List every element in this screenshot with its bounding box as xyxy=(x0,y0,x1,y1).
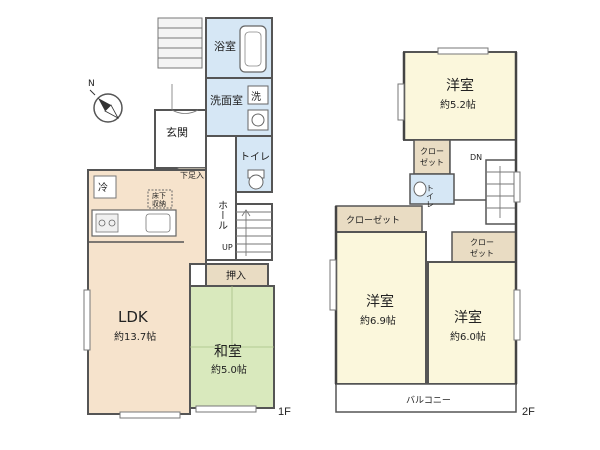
label-hall: ホール xyxy=(216,200,228,230)
label-shoebox: 下足入 xyxy=(180,171,204,180)
label-closet-right-2: ゼット xyxy=(470,248,494,258)
label-fridge: 冷 xyxy=(98,181,108,194)
closet-small xyxy=(413,139,451,175)
floor-2f: 洋室 約5.2帖 クロー ゼット DN トイレ クローゼット クロー ゼット 洋… xyxy=(329,47,535,418)
bathtub-icon xyxy=(239,25,267,73)
label-washitsu-area: 約5.0帖 xyxy=(211,363,247,376)
floor-tag-1f: 1F xyxy=(278,406,291,418)
label-underfloor-2: 収納 xyxy=(152,199,166,208)
label-washitsu: 和室 xyxy=(214,343,242,360)
label-closet-wide: クローゼット xyxy=(346,214,400,226)
room-3-2f xyxy=(427,261,517,385)
underfloor-storage xyxy=(147,189,173,209)
label-toilet-1f: トイレ xyxy=(240,152,270,163)
ldk-room xyxy=(87,169,207,415)
label-dn: DN xyxy=(470,153,482,162)
toilet-icon xyxy=(247,169,265,190)
label-washroom: 洗面室 xyxy=(210,93,243,107)
label-room2: 洋室 xyxy=(366,293,394,310)
label-closet-right-1: クロー xyxy=(470,238,494,247)
label-up: UP xyxy=(222,243,233,252)
label-oshiire: 押入 xyxy=(226,269,246,282)
washer-box xyxy=(247,85,269,105)
toilet-bowl-2f xyxy=(413,181,427,197)
label-closet-small-1: クロー xyxy=(420,147,444,156)
window-marks xyxy=(83,289,257,419)
label-washer: 洗 xyxy=(251,91,261,103)
compass-north-label: N xyxy=(88,79,95,89)
floor-1f: 浴室 洗面室 洗 玄関 トイレ 下足入 ホール UP 冷 床下 収納 押入 LD… xyxy=(83,17,291,419)
label-room1-area: 約5.2帖 xyxy=(440,98,476,111)
label-ldk: LDK xyxy=(118,308,149,326)
label-room2-area: 約6.9帖 xyxy=(360,314,396,327)
window-marks-2f xyxy=(329,47,521,341)
entrance-door-swing xyxy=(171,84,199,114)
compass-icon xyxy=(89,89,123,123)
toilet-room-2f xyxy=(409,173,455,205)
label-room1: 洋室 xyxy=(446,77,474,94)
room-1-2f xyxy=(403,51,517,141)
label-room3: 洋室 xyxy=(454,309,482,326)
floor-tag-2f: 2F xyxy=(522,406,535,418)
closet-right xyxy=(451,231,517,263)
room-2-2f xyxy=(335,231,427,385)
label-underfloor-1: 床下 xyxy=(152,191,166,200)
stove-icon xyxy=(95,213,119,233)
stairs-icon xyxy=(235,203,273,261)
label-entrance: 玄関 xyxy=(166,125,188,139)
fridge-box xyxy=(93,175,117,199)
label-toilet-2f: トイレ xyxy=(426,184,435,208)
porch-steps xyxy=(157,17,203,69)
hall xyxy=(205,135,237,261)
entrance xyxy=(154,109,207,169)
washbasin-icon xyxy=(247,109,269,131)
stairs-2f xyxy=(485,159,517,225)
label-ldk-area: 約13.7帖 xyxy=(114,330,156,343)
label-bath: 浴室 xyxy=(214,39,236,53)
label-closet-small-2: ゼット xyxy=(420,157,444,167)
label-balcony: バルコニー xyxy=(406,395,451,406)
label-room3-area: 約6.0帖 xyxy=(450,330,486,343)
sink-icon xyxy=(145,213,171,233)
balcony xyxy=(335,383,517,413)
